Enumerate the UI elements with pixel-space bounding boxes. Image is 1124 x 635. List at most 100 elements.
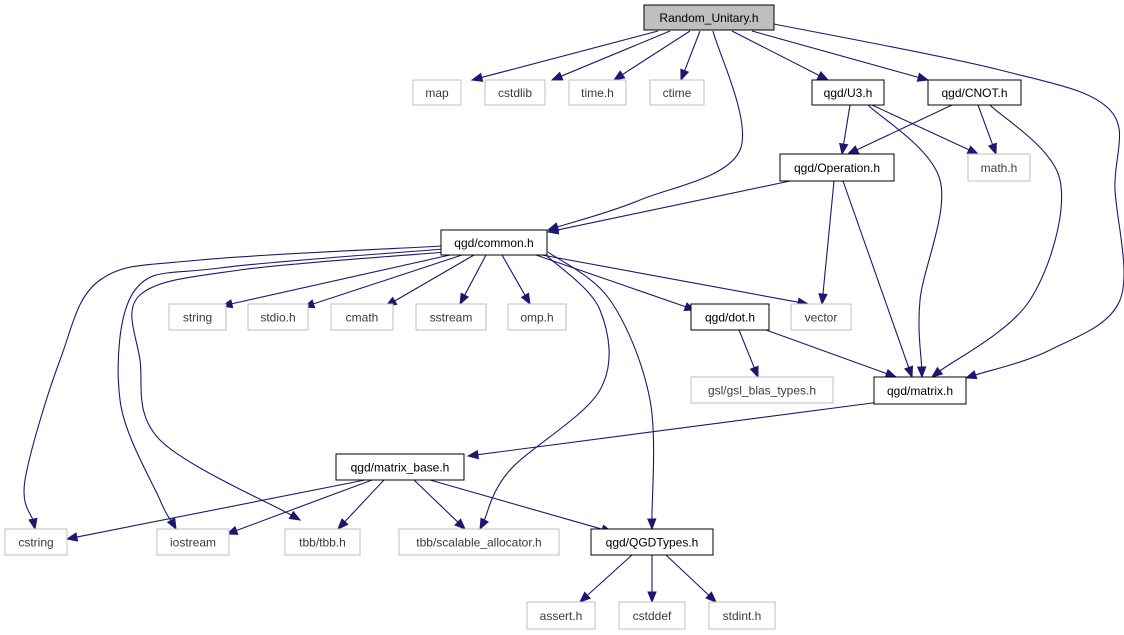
- edge-operation-to-matrix: [842, 180, 914, 379]
- node-label: tbb/tbb.h: [299, 536, 346, 550]
- node-label: qgd/matrix_base.h: [351, 461, 450, 475]
- edge-line: [311, 254, 463, 306]
- edge-line: [555, 30, 744, 229]
- node-u3[interactable]: qgd/U3.h: [811, 79, 885, 106]
- edge-common-to-stdio: [302, 254, 463, 309]
- edge-qgdtypes-to-assert: [579, 554, 633, 603]
- edge-random_unitary-to-common: [546, 30, 744, 232]
- arrowhead-icon: [612, 70, 626, 81]
- edge-line: [234, 479, 373, 532]
- edge-matrix_base-to-iostream: [225, 479, 373, 535]
- node-operation[interactable]: qgd/Operation.h: [779, 153, 895, 182]
- node-box: [873, 376, 967, 405]
- edge-cnot-to-math_h: [977, 104, 997, 156]
- node-label: qgd/common.h: [454, 236, 533, 250]
- node-label: gsl/gsl_blas_types.h: [708, 384, 816, 398]
- edges-layer: [23, 23, 1124, 604]
- edge-line: [229, 254, 451, 305]
- node-assert: assert.h: [526, 601, 596, 630]
- arrowhead-icon: [987, 142, 997, 156]
- arrowhead-icon: [705, 591, 717, 603]
- node-qgdtypes[interactable]: qgd/QGDTypes.h: [590, 528, 714, 556]
- node-label: map: [425, 86, 449, 100]
- edge-line: [683, 30, 701, 73]
- edge-line: [463, 254, 487, 298]
- node-scalable: tbb/scalable_allocator.h: [398, 528, 560, 556]
- node-box: [811, 79, 885, 106]
- node-cstdlib: cstdlib: [484, 79, 546, 106]
- edge-u3-to-operation: [839, 104, 851, 156]
- arrowhead-icon: [930, 366, 944, 378]
- node-box: [412, 79, 462, 106]
- node-common[interactable]: qgd/common.h: [440, 229, 548, 256]
- edge-line: [413, 479, 460, 524]
- arrowhead-icon: [916, 72, 930, 82]
- edge-line: [585, 554, 633, 598]
- node-map: map: [412, 79, 462, 106]
- edge-common-to-string: [220, 254, 451, 309]
- edge-matrix_base-to-tbb: [337, 479, 385, 530]
- arrowhead-icon: [28, 517, 38, 531]
- node-label: qgd/Operation.h: [794, 161, 880, 175]
- edge-common-to-vector: [541, 254, 810, 307]
- node-matrix[interactable]: qgd/matrix.h: [873, 376, 967, 405]
- edge-line: [731, 30, 822, 77]
- edge-dot-to-gsl: [738, 329, 759, 379]
- node-cnot[interactable]: qgd/CNOT.h: [927, 79, 1022, 106]
- node-string: string: [168, 303, 227, 331]
- edge-line: [429, 479, 605, 531]
- edge-line: [842, 104, 851, 147]
- edge-random_unitary-to-map: [470, 30, 659, 82]
- node-stdint: stdint.h: [708, 601, 776, 630]
- edge-common-to-scalable: [479, 254, 610, 531]
- edge-line: [547, 251, 655, 522]
- node-box: [690, 303, 770, 331]
- node-math_h: math.h: [967, 153, 1031, 182]
- arrowhead-icon: [818, 293, 828, 306]
- node-box: [790, 303, 852, 331]
- edge-line: [751, 30, 921, 79]
- edge-line: [541, 254, 801, 304]
- node-box: [618, 601, 686, 630]
- edge-common-to-dot: [535, 254, 697, 312]
- edge-line: [620, 30, 691, 77]
- node-box: [168, 303, 227, 331]
- node-box: [690, 376, 834, 404]
- node-matrix_base[interactable]: qgd/matrix_base.h: [335, 453, 465, 481]
- node-random_unitary[interactable]: Random_Unitary.h: [643, 4, 775, 31]
- node-box: [284, 528, 361, 556]
- arrowhead-icon: [459, 292, 470, 306]
- node-label: string: [183, 311, 212, 325]
- node-label: time.h: [581, 86, 614, 100]
- edge-common-to-iostream: [117, 248, 445, 531]
- node-label: sstream: [430, 311, 473, 325]
- node-box: [330, 303, 394, 331]
- edge-cnot-to-operation: [846, 104, 953, 155]
- arrowhead-icon: [839, 142, 849, 156]
- arrowhead-icon: [579, 591, 591, 603]
- node-ctime: ctime: [649, 79, 705, 106]
- arrowhead-icon: [647, 518, 657, 531]
- node-label: qgd/QGDTypes.h: [606, 536, 699, 550]
- arrowhead-icon: [337, 518, 349, 530]
- edge-qgdtypes-to-stdint: [665, 554, 717, 603]
- edge-qgdtypes-to-cstddef: [647, 555, 657, 604]
- arrowhead-icon: [479, 517, 489, 531]
- node-gsl: gsl/gsl_blas_types.h: [690, 376, 834, 404]
- node-cstddef: cstddef: [618, 601, 686, 630]
- node-time_h: time.h: [568, 79, 627, 106]
- node-label: Random_Unitary.h: [659, 11, 758, 25]
- node-label: cstddef: [633, 609, 672, 623]
- node-label: qgd/matrix.h: [887, 384, 953, 398]
- edge-line: [392, 254, 475, 303]
- node-cstring: cstring: [4, 528, 68, 556]
- edge-line: [665, 554, 711, 597]
- edge-line: [555, 180, 791, 231]
- edge-line: [977, 104, 994, 147]
- node-label: cmath: [346, 311, 379, 325]
- node-dot[interactable]: qgd/dot.h: [690, 303, 770, 331]
- arrowhead-icon: [846, 145, 860, 155]
- edge-line: [738, 329, 756, 370]
- edge-common-to-cstring: [23, 245, 444, 531]
